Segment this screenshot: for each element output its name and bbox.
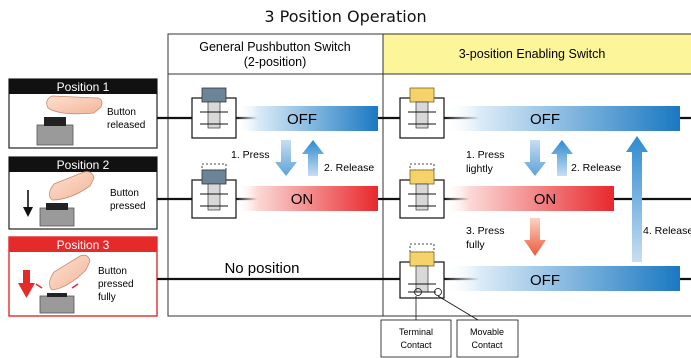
general-release-label: 2. Release [324,162,374,174]
callout-lines [414,288,479,321]
base-block [39,207,75,227]
general-on-bar [236,186,378,211]
enabling-press-fully-label-1: 3. Press [466,225,505,237]
position-1-header: Position 1 [57,80,110,94]
position-3-panel: Position 3 Button pressed fully [8,236,158,317]
finger-icon [49,254,91,291]
pressure-marks-icon [35,283,79,289]
switch-button [47,293,67,297]
position-2-panel: Position 2 Button pressed [8,156,158,230]
down-arrow-icon [23,190,33,217]
terminal-contact-callout: Terminal Contact [380,319,452,358]
position-1-desc-1: Button [107,107,136,118]
movable-contact-line1: Movable [470,327,504,337]
switch-button [44,117,66,126]
no-position-label: No position [224,260,299,277]
enabling-press-fully-arrow [524,218,546,256]
general-off-bar [236,106,378,131]
general-header-line1: General Pushbutton Switch [199,40,351,54]
enabling-on-bar [444,186,614,211]
enabling-press-lightly-arrow [524,140,546,176]
enabling-off-label-1: OFF [530,111,560,128]
enabling-release-arrow [551,140,573,176]
page-title: 3 Position Operation [264,7,427,26]
terminal-contact-line2: Contact [400,340,432,350]
enabling-release-4-label: 4. Release [643,225,691,237]
enabling-press-lightly-label-2: lightly [466,163,494,175]
enabling-off-bar-1 [444,106,680,131]
general-header-line2: (2-position) [244,55,307,69]
terminal-contact-line1: Terminal [399,327,433,337]
enabling-switch-3 [399,243,445,299]
general-switch-1 [191,87,237,139]
position-3-desc-1: Button [98,266,127,277]
position-2-header: Position 2 [57,158,110,172]
base-block [36,124,74,146]
position-2-desc-1: Button [110,188,139,199]
enabling-press-lightly-label-1: 1. Press [466,149,505,161]
enabling-press-fully-label-2: fully [466,239,485,251]
enabling-switch-2 [399,163,445,219]
movable-contact-callout: Movable Contact [456,319,519,358]
enabling-switch-1 [399,87,445,139]
position-3-desc-3: fully [98,292,116,303]
position-1-desc-2: released [107,120,145,131]
enabling-off-bar-2 [444,266,680,291]
enabling-release-label: 2. Release [571,162,621,174]
general-release-arrow [302,140,324,176]
position-2-desc-2: pressed [110,201,146,212]
general-switch-2 [191,163,237,219]
position-3-header: Position 3 [57,238,110,252]
general-off-label: OFF [287,111,317,128]
enabling-on-label: ON [534,191,557,208]
switch-button [46,203,68,210]
finger-icon [46,95,103,115]
enabling-release-4-arrow [626,136,648,262]
enabling-off-label-2: OFF [530,272,560,289]
general-on-label: ON [291,191,314,208]
red-down-arrow-icon [18,270,35,298]
general-press-label: 1. Press [231,149,270,161]
base-block [39,295,75,314]
finger-icon [49,171,95,201]
general-press-arrow [275,140,297,176]
position-1-panel: Position 1 Button released [8,78,158,149]
position-3-desc-2: pressed [98,279,134,290]
movable-contact-line2: Contact [471,340,503,350]
enabling-header: 3-position Enabling Switch [459,47,606,61]
